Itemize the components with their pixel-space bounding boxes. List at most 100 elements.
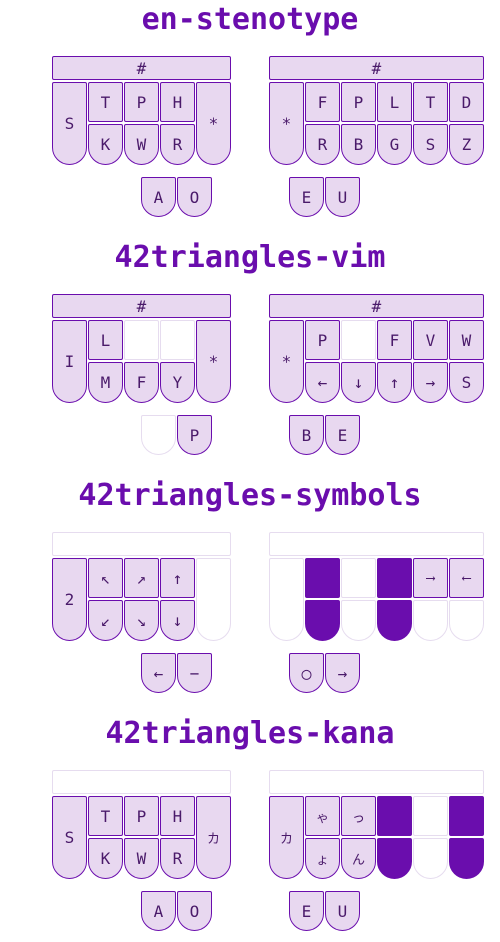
arrow-up-right-icon[interactable]: ↗ bbox=[124, 558, 159, 598]
key-left-outer[interactable]: S bbox=[52, 796, 87, 879]
key-right-lower-4[interactable]: S bbox=[413, 124, 448, 165]
thumb-left-2[interactable]: P bbox=[177, 415, 212, 455]
arrow-up-left-icon[interactable]: ↖ bbox=[88, 558, 123, 598]
key-right-upper-3[interactable] bbox=[377, 796, 412, 836]
key-left-inner[interactable]: カ bbox=[196, 796, 231, 879]
key-right-lower-5[interactable] bbox=[449, 838, 484, 879]
key-right-upper-1[interactable]: F bbox=[305, 82, 340, 122]
right-number-bar[interactable]: # bbox=[269, 56, 484, 80]
key-right-upper-4[interactable] bbox=[413, 796, 448, 836]
key-right-upper-5[interactable]: W bbox=[449, 320, 484, 360]
key-left-upper-1[interactable]: L bbox=[88, 320, 123, 360]
key-right-upper-2[interactable] bbox=[341, 320, 376, 360]
left-number-bar[interactable]: # bbox=[52, 294, 231, 318]
key-left-inner[interactable] bbox=[196, 558, 231, 641]
key-left-lower-3[interactable]: Y bbox=[160, 362, 195, 403]
key-right-upper-2[interactable]: っ bbox=[341, 796, 376, 836]
key-left-upper-1[interactable]: T bbox=[88, 796, 123, 836]
left-number-bar[interactable] bbox=[52, 770, 231, 794]
minus-icon[interactable]: − bbox=[177, 653, 212, 693]
arrow-down-icon[interactable]: ↓ bbox=[160, 600, 195, 641]
right-number-bar[interactable]: # bbox=[269, 294, 484, 318]
key-left-upper-3[interactable]: H bbox=[160, 82, 195, 122]
key-right-lower-4[interactable] bbox=[413, 838, 448, 879]
key-left-upper-2[interactable]: P bbox=[124, 82, 159, 122]
key-right-upper-1[interactable]: ゃ bbox=[305, 796, 340, 836]
key-right-lower-3[interactable] bbox=[377, 600, 412, 641]
key-right-lower-2[interactable]: ん bbox=[341, 838, 376, 879]
key-left-outer[interactable]: 2 bbox=[52, 558, 87, 641]
key-right-inner[interactable]: * bbox=[269, 82, 304, 165]
key-right-lower-3[interactable] bbox=[377, 838, 412, 879]
thumb-left-1[interactable] bbox=[141, 415, 176, 455]
arrow-up-icon[interactable]: ↑ bbox=[160, 558, 195, 598]
arrow-right-icon[interactable]: → bbox=[325, 653, 360, 693]
thumb-left-1[interactable]: A bbox=[141, 177, 176, 217]
long-arrow-right-icon[interactable]: ⟶ bbox=[413, 558, 448, 598]
key-right-upper-2[interactable] bbox=[341, 558, 376, 598]
key-right-upper-3[interactable]: F bbox=[377, 320, 412, 360]
key-left-inner[interactable]: * bbox=[196, 320, 231, 403]
key-right-upper-4[interactable]: V bbox=[413, 320, 448, 360]
key-left-lower-1[interactable]: K bbox=[88, 838, 123, 879]
key-right-lower-1[interactable] bbox=[305, 600, 340, 641]
key-right-inner[interactable]: カ bbox=[269, 796, 304, 879]
key-right-lower-3[interactable]: G bbox=[377, 124, 412, 165]
long-arrow-left-icon[interactable]: ⟵ bbox=[449, 558, 484, 598]
key-right-lower-2[interactable] bbox=[341, 600, 376, 641]
key-left-lower-3[interactable]: R bbox=[160, 124, 195, 165]
thumb-right-2[interactable]: E bbox=[325, 415, 360, 455]
key-left-lower-2[interactable]: W bbox=[124, 838, 159, 879]
key-right-upper-1[interactable]: P bbox=[305, 320, 340, 360]
arrow-right-icon[interactable]: → bbox=[413, 362, 448, 403]
key-right-lower-4[interactable] bbox=[413, 600, 448, 641]
key-right-lower-1[interactable]: ょ bbox=[305, 838, 340, 879]
key-right-upper-3[interactable]: L bbox=[377, 82, 412, 122]
arrow-down-left-icon[interactable]: ↙ bbox=[88, 600, 123, 641]
key-left-lower-3[interactable]: R bbox=[160, 838, 195, 879]
left-number-bar[interactable]: # bbox=[52, 56, 231, 80]
key-left-upper-1[interactable]: T bbox=[88, 82, 123, 122]
key-right-lower-5[interactable] bbox=[449, 600, 484, 641]
key-left-inner[interactable]: * bbox=[196, 82, 231, 165]
key-right-upper-4[interactable]: T bbox=[413, 82, 448, 122]
left-number-bar[interactable] bbox=[52, 532, 231, 556]
arrow-up-icon[interactable]: ↑ bbox=[377, 362, 412, 403]
thumb-right-1[interactable]: E bbox=[289, 891, 324, 931]
key-right-lower-2[interactable]: B bbox=[341, 124, 376, 165]
key-right-inner[interactable]: * bbox=[269, 320, 304, 403]
key-left-lower-1[interactable]: K bbox=[88, 124, 123, 165]
key-left-lower-2[interactable]: W bbox=[124, 124, 159, 165]
key-left-upper-2[interactable] bbox=[124, 320, 159, 360]
key-right-upper-2[interactable]: P bbox=[341, 82, 376, 122]
key-left-outer[interactable]: S bbox=[52, 82, 87, 165]
key-right-upper-1[interactable] bbox=[305, 558, 340, 598]
right-number-bar[interactable] bbox=[269, 532, 484, 556]
key-right-upper-5[interactable]: D bbox=[449, 82, 484, 122]
key-left-lower-2[interactable]: F bbox=[124, 362, 159, 403]
key-left-lower-1[interactable]: M bbox=[88, 362, 123, 403]
arrow-left-icon[interactable]: ← bbox=[305, 362, 340, 403]
key-right-lower-5[interactable]: Z bbox=[449, 124, 484, 165]
circle-icon[interactable]: ◯ bbox=[289, 653, 324, 693]
key-right-upper-3[interactable] bbox=[377, 558, 412, 598]
thumb-right-2[interactable]: U bbox=[325, 177, 360, 217]
key-right-upper-5[interactable] bbox=[449, 796, 484, 836]
thumb-left-2[interactable]: O bbox=[177, 891, 212, 931]
key-left-upper-2[interactable]: P bbox=[124, 796, 159, 836]
thumb-right-1[interactable]: B bbox=[289, 415, 324, 455]
right-number-bar[interactable] bbox=[269, 770, 484, 794]
key-left-upper-3[interactable]: H bbox=[160, 796, 195, 836]
key-right-lower-1[interactable]: R bbox=[305, 124, 340, 165]
arrow-left-icon[interactable]: ← bbox=[141, 653, 176, 693]
key-right-lower-5[interactable]: S bbox=[449, 362, 484, 403]
key-right-inner[interactable] bbox=[269, 558, 304, 641]
key-left-outer[interactable]: I bbox=[52, 320, 87, 403]
arrow-down-icon[interactable]: ↓ bbox=[341, 362, 376, 403]
thumb-right-2[interactable]: U bbox=[325, 891, 360, 931]
key-left-upper-3[interactable] bbox=[160, 320, 195, 360]
thumb-left-1[interactable]: A bbox=[141, 891, 176, 931]
thumb-left-2[interactable]: O bbox=[177, 177, 212, 217]
thumb-right-1[interactable]: E bbox=[289, 177, 324, 217]
arrow-down-right-icon[interactable]: ↘ bbox=[124, 600, 159, 641]
